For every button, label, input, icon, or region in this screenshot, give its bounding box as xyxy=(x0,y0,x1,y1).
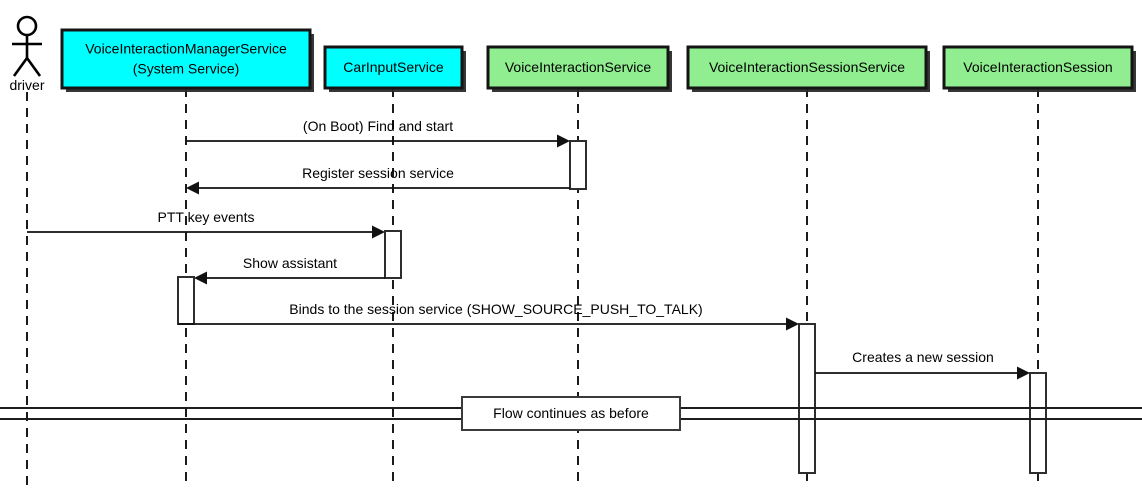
actor-leg-left xyxy=(12,57,29,77)
participant-vis[interactable]: VoiceInteractionService xyxy=(486,45,672,92)
message-arrowhead-m4 xyxy=(194,271,207,285)
participant-viss[interactable]: VoiceInteractionSessionService xyxy=(686,45,930,92)
divider-note-box[interactable] xyxy=(461,396,681,431)
message-label-m4: Show assistant xyxy=(243,255,337,271)
message-m5: Binds to the session service (SHOW_SOURC… xyxy=(178,301,799,331)
actor-head-icon xyxy=(16,15,38,37)
divider-note-label: Flow continues as before xyxy=(493,405,649,421)
participants-layer: VoiceInteractionManagerService (System Se… xyxy=(60,28,1136,92)
message-arrowhead-m5 xyxy=(786,317,799,331)
message-label-m1: (On Boot) Find and start xyxy=(303,118,453,134)
participant-box-vis[interactable] xyxy=(486,45,670,90)
activation-bar-carinput xyxy=(384,230,402,279)
participant-label-carinput: CarInputService xyxy=(343,59,444,75)
message-arrowhead-m2 xyxy=(186,181,199,195)
message-label-m6: Creates a new session xyxy=(852,349,994,365)
participant-box-viss[interactable] xyxy=(686,45,928,90)
actor-leg-right xyxy=(25,57,42,77)
driver-actor: driver xyxy=(9,15,45,93)
participant-vims[interactable]: VoiceInteractionManagerService (System Se… xyxy=(60,28,314,92)
participant-label-vis: VoiceInteractionService xyxy=(505,59,652,75)
message-m4: Show assistant xyxy=(194,255,385,285)
participant-box-vims[interactable] xyxy=(60,28,312,90)
participant-label-vims-line2: (System Service) xyxy=(133,61,240,77)
message-m3: PTT key events xyxy=(27,209,385,239)
activation-bar-vims xyxy=(177,276,195,325)
participant-visession[interactable]: VoiceInteractionSession xyxy=(942,45,1136,92)
message-label-m3: PTT key events xyxy=(157,209,254,225)
participant-carinput[interactable]: CarInputService xyxy=(323,45,466,92)
message-m2: Register session service xyxy=(186,165,570,195)
message-arrowhead-m1 xyxy=(557,134,570,148)
driver-stick-figure[interactable]: driver xyxy=(9,15,45,93)
activation-bar-viss xyxy=(798,323,816,474)
message-label-m5: Binds to the session service (SHOW_SOURC… xyxy=(289,301,702,317)
participant-box-carinput[interactable] xyxy=(323,45,464,90)
participant-box-visession[interactable] xyxy=(942,45,1134,90)
message-m1: (On Boot) Find and start xyxy=(186,118,570,148)
activation-bars-layer xyxy=(177,140,1047,474)
message-label-m2: Register session service xyxy=(302,165,454,181)
participant-label-visession: VoiceInteractionSession xyxy=(963,59,1112,75)
activation-bar-visession xyxy=(1029,372,1047,474)
flow-divider: Flow continues as before xyxy=(0,396,1142,431)
message-m6: Creates a new session xyxy=(815,349,1030,380)
participant-label-viss: VoiceInteractionSessionService xyxy=(709,59,905,75)
participant-label-vims-line1: VoiceInteractionManagerService xyxy=(85,41,287,57)
message-arrowhead-m6 xyxy=(1017,366,1030,380)
activation-bar-vis xyxy=(569,140,587,190)
driver-actor-label: driver xyxy=(9,77,44,93)
message-arrowhead-m3 xyxy=(372,225,385,239)
